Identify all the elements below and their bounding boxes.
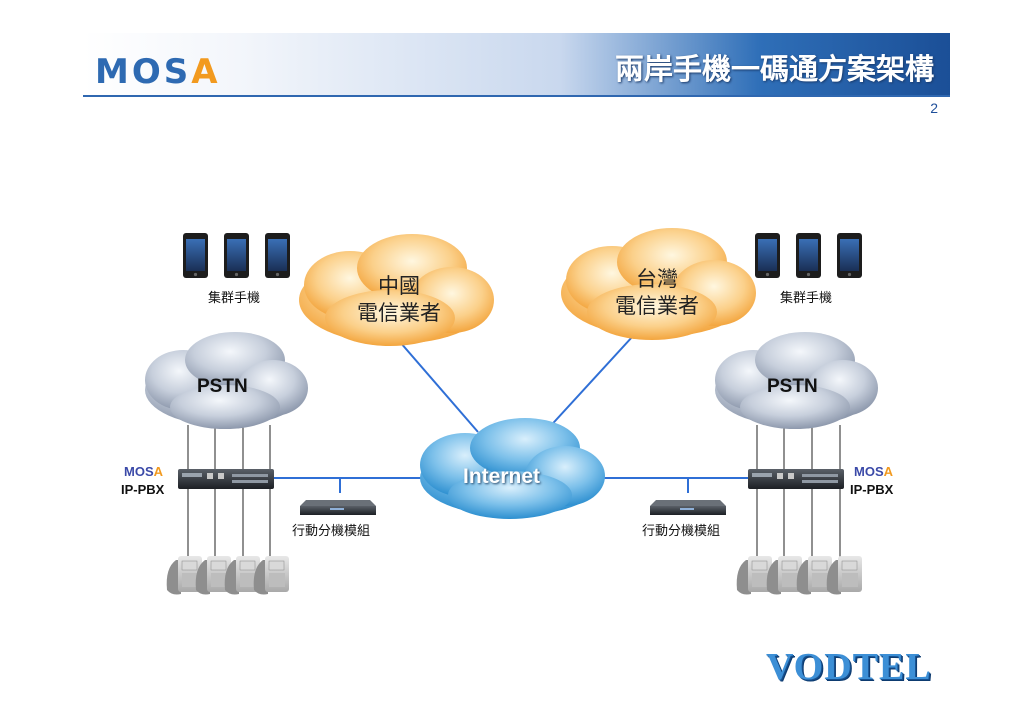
pstn-right-cloud xyxy=(715,332,878,429)
slide-title: 兩岸手機一碼通方案架構 xyxy=(614,52,934,86)
internet-label: Internet xyxy=(463,465,541,488)
taiwan-carrier-line2: 電信業者 xyxy=(615,294,699,318)
vodtel-logo: VODTEL xyxy=(766,646,932,688)
desk-phones-left xyxy=(166,556,289,595)
link-taiwan-internet xyxy=(544,335,634,433)
desk-phone-icon xyxy=(766,556,802,595)
smartphone-icon xyxy=(796,233,821,278)
mosa-logo: MOSA xyxy=(95,52,221,92)
phones-right-label: 集群手機 xyxy=(780,291,833,306)
ip-pbx-right-device xyxy=(748,469,844,489)
pbx-right-brand: MOSA xyxy=(854,464,893,479)
smartphone-icon xyxy=(265,233,290,278)
desk-phone-icon xyxy=(253,556,289,595)
china-carrier-line2: 電信業者 xyxy=(357,301,441,325)
taiwan-carrier-cloud xyxy=(561,228,756,340)
smartphones-right xyxy=(755,233,862,278)
taiwan-carrier-line1: 台灣 xyxy=(636,267,678,291)
desk-phones-right xyxy=(736,556,862,595)
trunk-lines xyxy=(187,425,841,580)
pstn-left-label: PSTN xyxy=(197,376,248,397)
desk-phone-icon xyxy=(796,556,832,595)
pbx-left-brand: MOSA xyxy=(124,464,163,479)
header-banner xyxy=(83,33,950,95)
smartphones-left xyxy=(183,233,290,278)
smartphone-icon xyxy=(837,233,862,278)
page-number: 2 xyxy=(930,100,938,116)
logo-main: MOS xyxy=(95,52,192,92)
china-carrier-line1: 中國 xyxy=(378,274,420,298)
pstn-left-cloud xyxy=(145,332,308,429)
pbx-left-brand-accent: A xyxy=(153,464,164,479)
smartphone-icon xyxy=(183,233,208,278)
network-links xyxy=(270,335,752,493)
taiwan-carrier-label: 台灣 電信業者 xyxy=(602,266,712,320)
desk-phone-icon xyxy=(826,556,862,595)
china-carrier-label: 中國 電信業者 xyxy=(344,273,454,327)
pstn-right-label: PSTN xyxy=(767,376,818,397)
phones-left-label: 集群手機 xyxy=(208,291,261,306)
china-carrier-cloud xyxy=(299,234,494,346)
module-left-label: 行動分機模組 xyxy=(292,524,371,539)
desk-phone-icon xyxy=(736,556,772,595)
mobile-extension-module-right xyxy=(650,500,726,515)
smartphone-icon xyxy=(224,233,249,278)
header-rule xyxy=(83,95,950,97)
ip-pbx-left-device xyxy=(178,469,274,489)
mobile-extension-module-left xyxy=(300,500,376,515)
internet-cloud xyxy=(420,418,605,519)
logo-accent: A xyxy=(191,52,221,92)
link-china-internet xyxy=(399,341,479,433)
pbx-right-label: IP-PBX xyxy=(850,482,894,497)
smartphone-icon xyxy=(755,233,780,278)
pbx-left-brand-main: MOS xyxy=(124,464,154,479)
pbx-right-brand-accent: A xyxy=(883,464,894,479)
module-right-label: 行動分機模組 xyxy=(642,524,721,539)
pbx-right-brand-main: MOS xyxy=(854,464,884,479)
pbx-left-label: IP-PBX xyxy=(121,482,165,497)
